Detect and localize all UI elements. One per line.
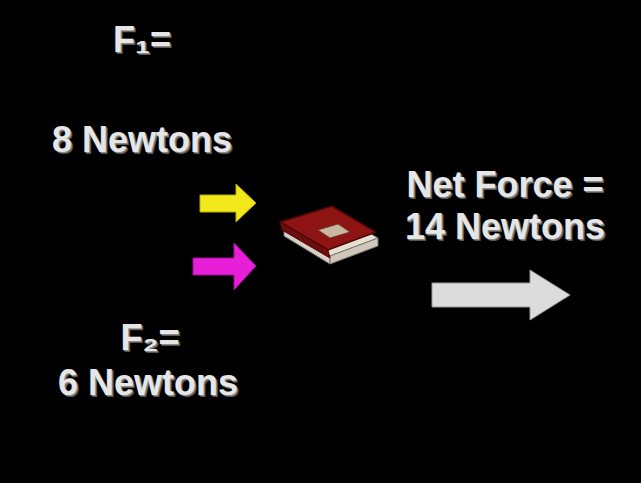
force-symbol: F₂= [120, 318, 179, 358]
force-value: 6 Newtons [58, 363, 238, 403]
net-force-value: 14 Newtons [405, 207, 605, 247]
force-arrow-2 [193, 243, 256, 290]
force-value: 8 Newtons [52, 120, 232, 160]
net-force-heading: Net Force = [406, 165, 603, 205]
force-symbol: F₁= [113, 20, 171, 60]
net-force-arrow [432, 270, 570, 320]
book [280, 206, 378, 264]
force-arrow-1 [200, 184, 256, 222]
